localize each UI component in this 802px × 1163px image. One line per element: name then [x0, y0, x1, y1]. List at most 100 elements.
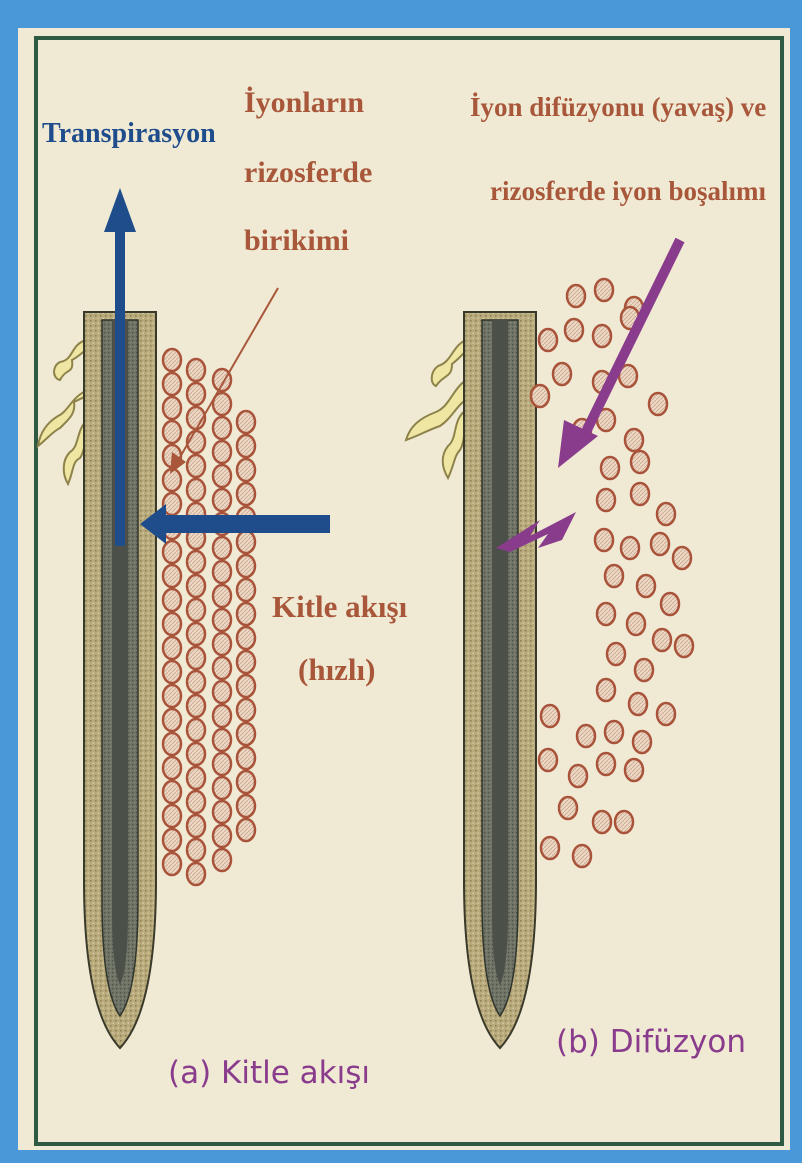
- a-ion-51: [213, 657, 231, 679]
- a-ion-58: [187, 719, 205, 741]
- a-ion-39: [213, 585, 231, 607]
- b-ion-0: [567, 285, 585, 307]
- transpiration-label: Transpirasyon: [42, 118, 216, 149]
- a-ion-28: [237, 531, 255, 553]
- b-ion-45: [593, 811, 611, 833]
- a-ion-66: [187, 767, 205, 789]
- a-ion-5: [163, 397, 181, 419]
- b-ion-19: [657, 503, 675, 525]
- a-ion-23: [213, 489, 231, 511]
- root-core-b: [492, 320, 508, 985]
- b-ion-29: [653, 629, 671, 651]
- a-ion-60: [237, 723, 255, 745]
- a-ion-82: [213, 849, 231, 871]
- a-ion-74: [187, 815, 205, 837]
- b-ion-15: [601, 457, 619, 479]
- b-ion-17: [597, 489, 615, 511]
- a-ion-76: [237, 819, 255, 841]
- b-ion-47: [541, 837, 559, 859]
- accumulation-label-line1: İyonların: [244, 86, 364, 119]
- a-ion-34: [187, 575, 205, 597]
- a-ion-30: [187, 551, 205, 573]
- a-ion-57: [163, 709, 181, 731]
- caption-a: (a) Kitle akışı: [168, 1055, 370, 1091]
- a-ion-78: [187, 839, 205, 861]
- a-ion-64: [237, 747, 255, 769]
- b-ion-40: [539, 749, 557, 771]
- a-ion-43: [213, 609, 231, 631]
- a-ion-65: [163, 757, 181, 779]
- a-ion-41: [163, 613, 181, 635]
- diffusion-label-line2: rizosferde iyon boşalımı: [490, 176, 766, 206]
- a-ion-71: [213, 777, 231, 799]
- b-ion-21: [621, 537, 639, 559]
- a-ion-8: [237, 411, 255, 433]
- b-ion-46: [615, 811, 633, 833]
- a-ion-53: [163, 685, 181, 707]
- a-ion-62: [187, 743, 205, 765]
- a-ion-1: [187, 359, 205, 381]
- a-ion-19: [213, 465, 231, 487]
- b-ion-42: [597, 753, 615, 775]
- a-ion-68: [237, 771, 255, 793]
- b-ion-4: [565, 319, 583, 341]
- a-ion-56: [237, 699, 255, 721]
- b-ion-24: [605, 565, 623, 587]
- b-ion-39: [633, 731, 651, 753]
- accumulation-label-line2: rizosferde: [244, 156, 372, 189]
- a-ion-45: [163, 637, 181, 659]
- a-ion-9: [163, 421, 181, 443]
- a-ion-44: [237, 627, 255, 649]
- b-ion-36: [541, 705, 559, 727]
- a-ion-70: [187, 791, 205, 813]
- a-ion-40: [237, 603, 255, 625]
- b-ion-8: [553, 363, 571, 385]
- a-ion-49: [163, 661, 181, 683]
- accumulation-label-line3: birikimi: [244, 224, 349, 257]
- a-ion-2: [163, 373, 181, 395]
- b-ion-35: [657, 703, 675, 725]
- b-ion-32: [635, 659, 653, 681]
- a-ion-3: [187, 383, 205, 405]
- b-ion-22: [651, 533, 669, 555]
- a-ion-67: [213, 753, 231, 775]
- a-ion-79: [213, 825, 231, 847]
- a-ion-55: [213, 681, 231, 703]
- b-ion-43: [625, 759, 643, 781]
- a-ion-42: [187, 623, 205, 645]
- b-ion-3: [539, 329, 557, 351]
- b-ion-25: [637, 575, 655, 597]
- a-ion-31: [213, 537, 231, 559]
- b-ion-37: [577, 725, 595, 747]
- b-ion-38: [605, 721, 623, 743]
- b-ion-1: [595, 279, 613, 301]
- a-ion-32: [237, 555, 255, 577]
- b-ion-7: [531, 385, 549, 407]
- a-ion-72: [237, 795, 255, 817]
- a-ion-80: [163, 853, 181, 875]
- a-ion-15: [213, 441, 231, 463]
- b-ion-26: [661, 593, 679, 615]
- a-ion-73: [163, 805, 181, 827]
- a-ion-12: [237, 435, 255, 457]
- a-ion-14: [187, 455, 205, 477]
- a-ion-11: [213, 417, 231, 439]
- a-ion-16: [237, 459, 255, 481]
- a-ion-54: [187, 695, 205, 717]
- a-ion-29: [163, 541, 181, 563]
- b-ion-28: [627, 613, 645, 635]
- a-ion-36: [237, 579, 255, 601]
- a-ion-75: [213, 801, 231, 823]
- a-ion-61: [163, 733, 181, 755]
- a-ion-63: [213, 729, 231, 751]
- a-ion-69: [163, 781, 181, 803]
- b-ion-5: [593, 325, 611, 347]
- b-ion-33: [597, 679, 615, 701]
- b-ion-23: [673, 547, 691, 569]
- a-ion-47: [213, 633, 231, 655]
- a-ion-48: [237, 651, 255, 673]
- b-ion-16: [631, 451, 649, 473]
- a-ion-0: [163, 349, 181, 371]
- a-ion-77: [163, 829, 181, 851]
